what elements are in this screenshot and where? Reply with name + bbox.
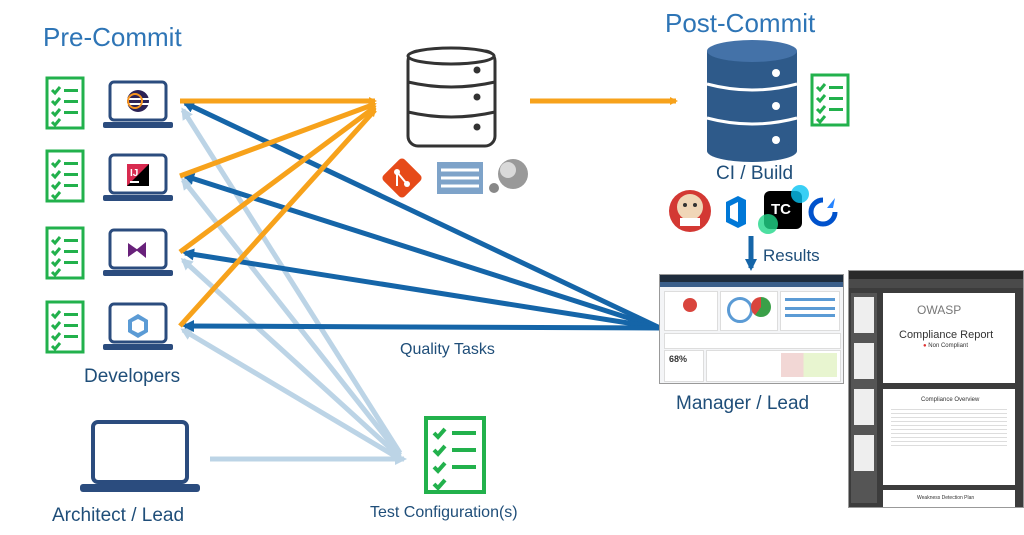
plan-heading: Weakness Detection Plan (917, 495, 975, 501)
checklist-icon (45, 76, 85, 130)
config-arrow-1 (180, 107, 403, 455)
test-configuration-icon (424, 416, 486, 494)
eclipse-icon (126, 90, 150, 112)
subversion-icon (437, 162, 483, 194)
checklist-icon (45, 300, 85, 354)
commit-arrow-2 (179, 101, 377, 179)
ci-checklist-icon (810, 73, 850, 127)
test-configuration-label: Test Configuration(s) (370, 504, 518, 521)
vscode-ide-icon (128, 314, 148, 338)
ci-server-icon (706, 40, 798, 162)
mercurial-icon (489, 159, 528, 193)
intellij-icon: IJ (127, 164, 149, 186)
dashboard-percent-value: 68% (669, 354, 688, 364)
report-toolbar (849, 279, 1023, 288)
compliance-report-screenshot: OWASP Compliance Report ● Non Compliant … (848, 270, 1024, 508)
architect-label: Architect / Lead (52, 505, 185, 526)
commit-arrow-3 (178, 104, 377, 255)
commit-arrows (178, 97, 678, 328)
git-icon (382, 158, 422, 198)
pre-commit-title: Pre-Commit (43, 22, 182, 52)
report-page-1: OWASP Compliance Report ● Non Compliant (883, 293, 1015, 383)
bamboo-icon (808, 197, 838, 227)
report-status-text: Non Compliant (928, 343, 968, 349)
commit-arrow-4 (178, 108, 377, 328)
quality-tasks-label: Quality Tasks (400, 341, 495, 358)
post-commit-title: Post-Commit (665, 8, 816, 38)
dashboard-topbar (660, 275, 843, 282)
config-arrow-2 (181, 177, 402, 457)
laptop-icon (101, 228, 175, 278)
quality-arrow-2 (182, 173, 661, 331)
dashboard-screenshot: 68% (659, 274, 844, 384)
azure-devops-icon (726, 196, 746, 228)
config-arrow-3 (180, 257, 402, 459)
developers-label: Developers (84, 366, 181, 387)
ci-build-label: CI / Build (716, 163, 794, 184)
quality-task-arrows (182, 100, 662, 333)
dashboard-subbar (660, 282, 843, 287)
quality-arrow-4 (182, 320, 661, 333)
quality-arrow-1 (182, 100, 662, 331)
checklist-icon (45, 226, 85, 280)
report-titlebar (849, 271, 1023, 279)
owasp-logo: OWASP (917, 303, 962, 317)
dashboard-widgets (664, 291, 840, 331)
jenkins-icon (669, 190, 711, 232)
report-title: Compliance Report (899, 329, 994, 341)
results-label: Results (763, 246, 820, 265)
checklist-icon (45, 149, 85, 203)
dashboard-grid (706, 350, 841, 382)
report-page-2: Compliance Overview (883, 389, 1015, 485)
config-arrow-4 (180, 327, 402, 462)
report-thumbnails (851, 293, 877, 503)
svg-text:TC: TC (771, 201, 791, 218)
architect-laptop-icon (80, 420, 200, 492)
manager-label: Manager / Lead (676, 393, 810, 414)
report-page-3: Weakness Detection Plan (883, 490, 1015, 507)
dashboard-table (664, 333, 841, 349)
source-repository-icon (406, 46, 497, 148)
visual-studio-icon (128, 242, 146, 258)
svg-text:IJ: IJ (130, 168, 138, 179)
overview-heading: Compliance Overview (921, 397, 980, 403)
teamcity-icon: TC (758, 185, 809, 234)
report-status: ● Non Compliant (923, 343, 968, 349)
quality-arrow-3 (182, 248, 661, 331)
dashboard-percent-card: 68% (664, 350, 704, 382)
